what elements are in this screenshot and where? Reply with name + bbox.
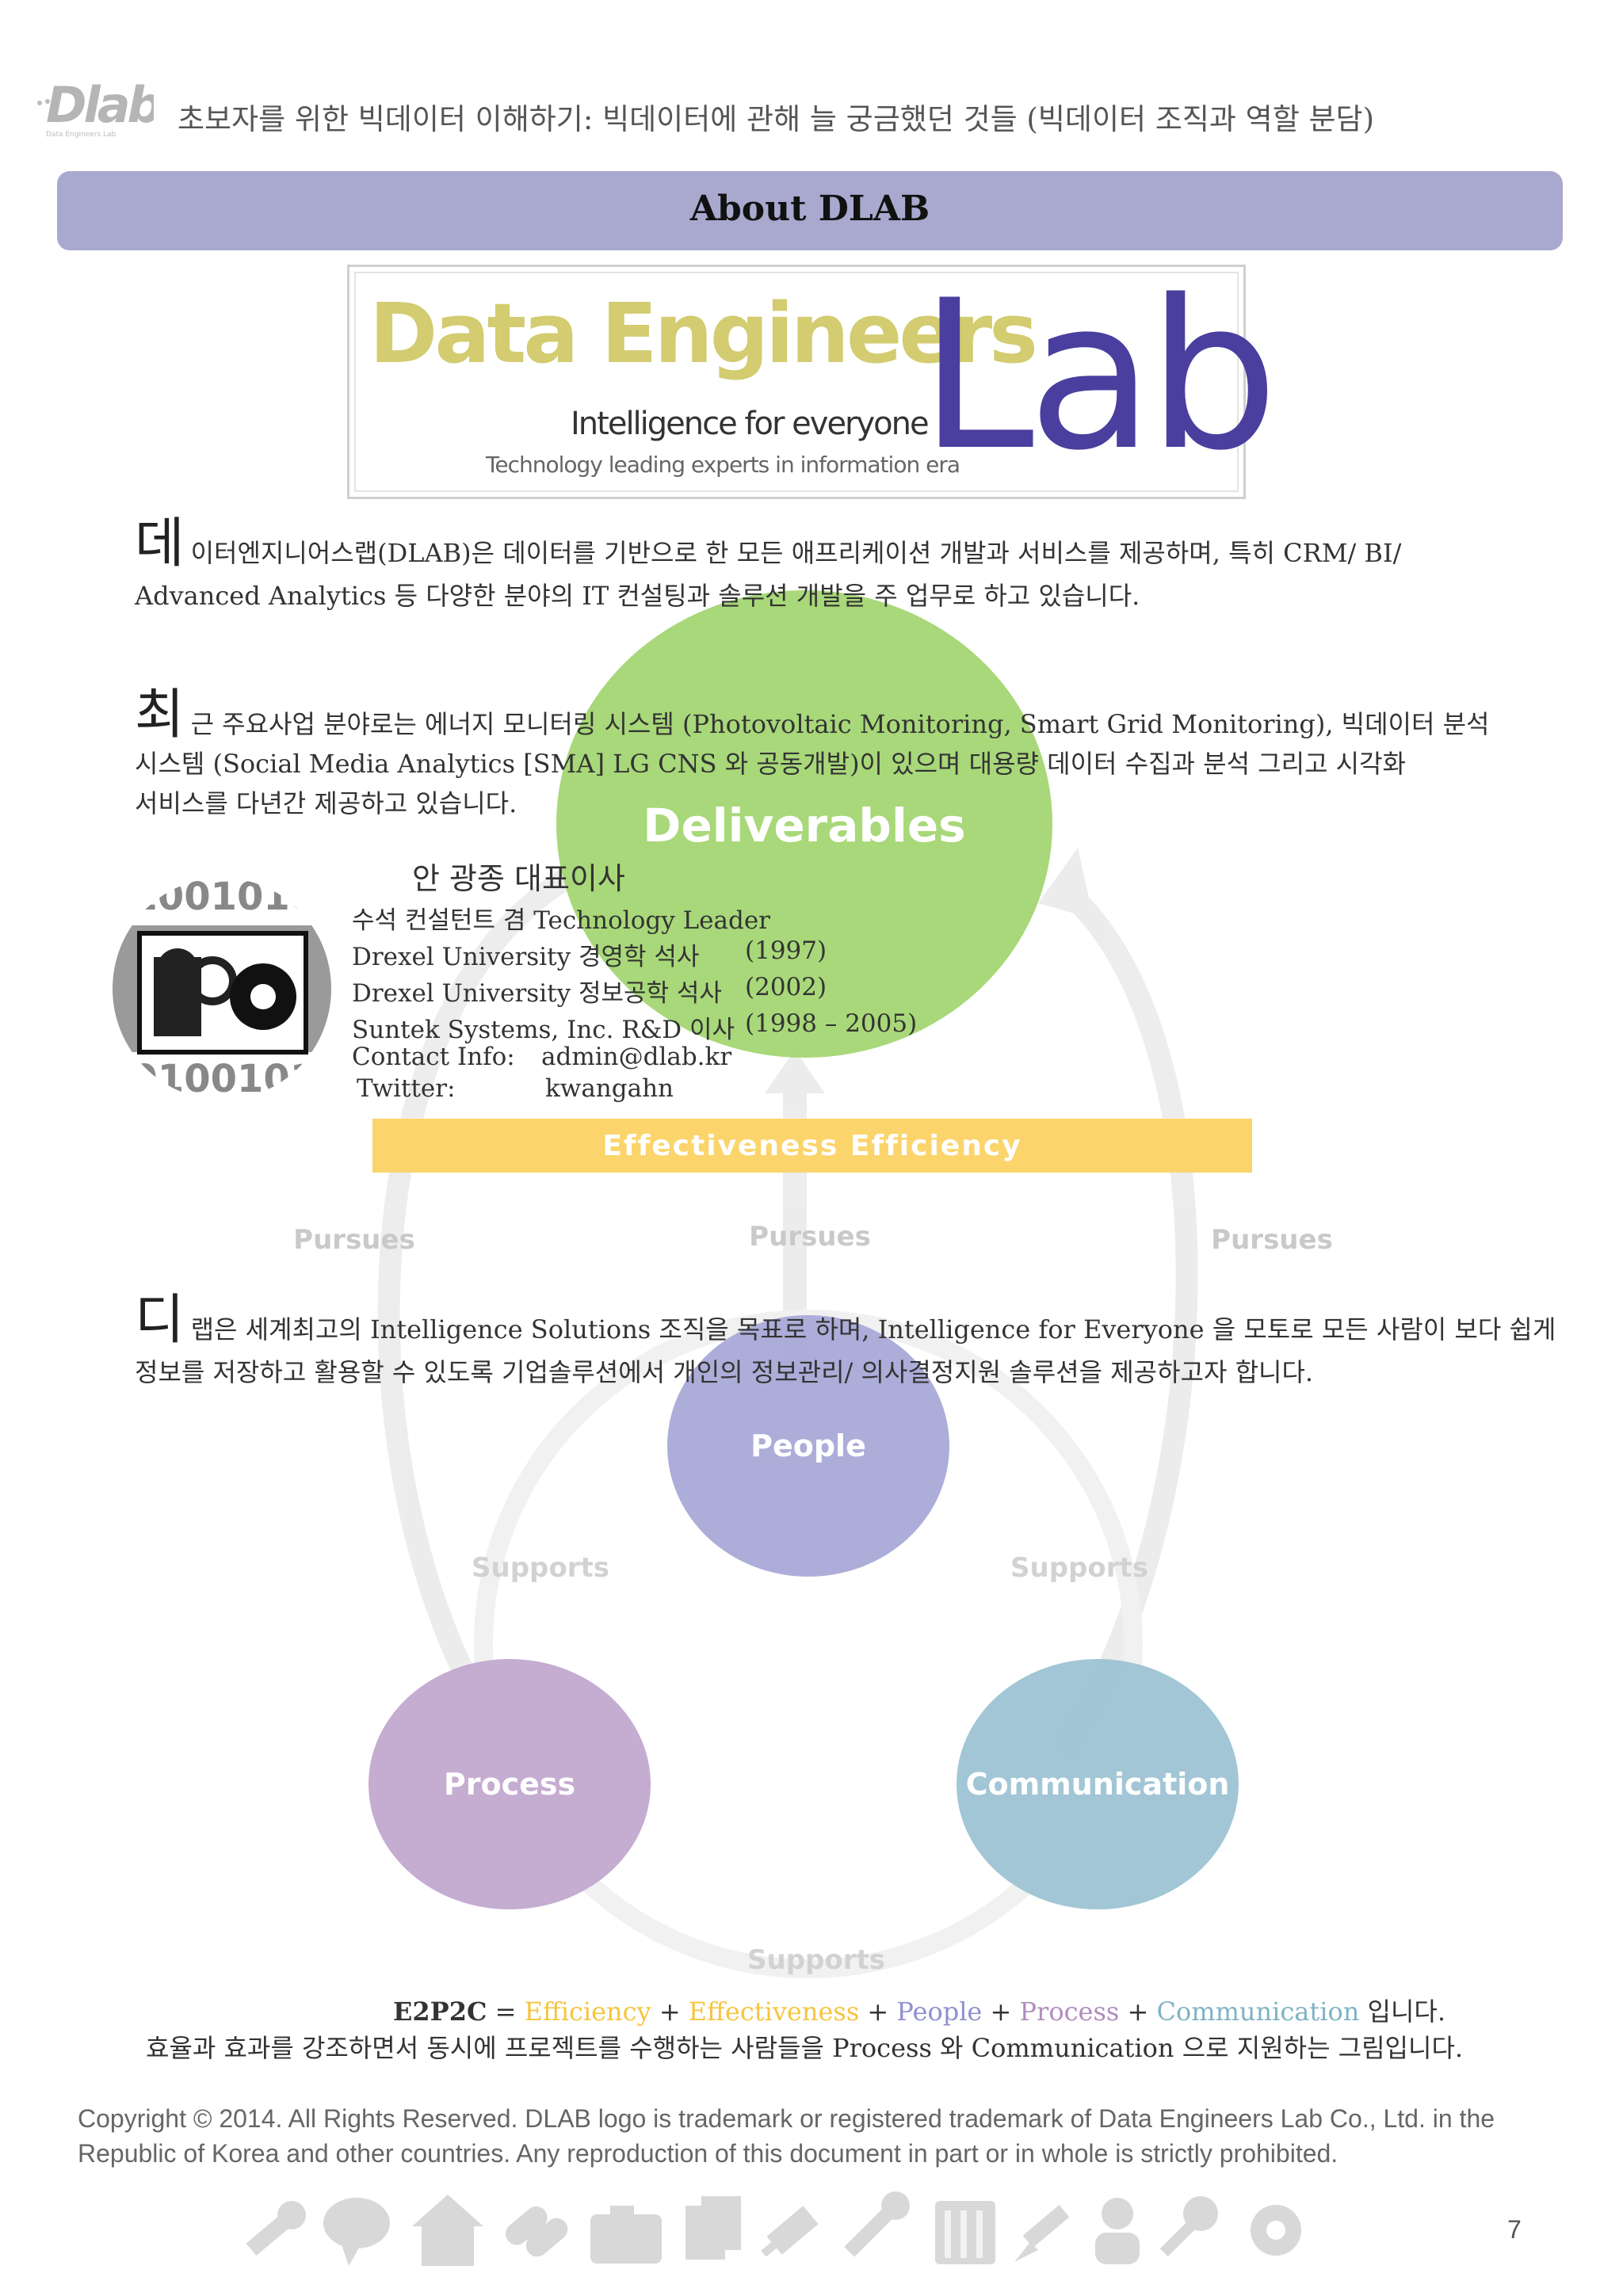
brand-logo-box — [347, 265, 1246, 499]
home-icon — [412, 2195, 483, 2266]
effectiveness-efficiency-label: Effectiveness Efficiency — [602, 1130, 1022, 1162]
speech-bubble-icon — [323, 2198, 390, 2266]
gear-icon — [1251, 2205, 1301, 2256]
logo-text: Dlab — [46, 76, 154, 134]
arc-right-arrowhead — [1038, 848, 1094, 919]
arc-right-arrow — [1052, 879, 1198, 1757]
ceo-education-2: Drexel University 정보공학 석사 — [352, 979, 722, 1008]
ceo-education-1: Drexel University 경영학 석사 — [352, 943, 700, 971]
drop-cap: 디 — [135, 1289, 185, 1352]
process-label: Process — [444, 1767, 575, 1802]
people-circle — [667, 1315, 949, 1577]
process-circle — [369, 1659, 651, 1909]
brand-subtagline: Technology leading experts in informatio… — [486, 452, 960, 478]
drop-cap: 데 — [135, 513, 185, 575]
small-gear — [188, 956, 237, 1005]
footer-icon-strip — [246, 2191, 1301, 2266]
ceo-education-2-year: (2002) — [745, 973, 827, 1001]
ceo-career-years: (1998 – 2005) — [745, 1009, 918, 1038]
brand-name-lab: Lab — [919, 257, 1278, 496]
documents-icon — [685, 2196, 741, 2260]
contact-email[interactable]: admin@dlab.kr — [541, 1043, 732, 1071]
brand-name-data-engineers: Data Engineers — [369, 285, 1038, 382]
ceo-role: 수석 컨설턴트 겸 Technology Leader — [352, 906, 770, 935]
e2p2c-description: 효율과 효과를 강조하면서 동시에 프로젝트를 수행하는 사람들을 Proces… — [146, 2033, 1464, 2063]
center-arrow-head — [765, 1050, 825, 1093]
e2p2c-formula: E2P2C = Efficiency + Effectiveness + Peo… — [393, 1997, 1445, 2027]
key-icon — [1159, 2196, 1218, 2257]
page-number: 7 — [1507, 2215, 1522, 2244]
plug-icon — [761, 2206, 819, 2257]
dlab-logo: Dlab Data Engineers Lab — [37, 76, 154, 139]
pushpin-icon — [246, 2201, 306, 2256]
supports-left-label: Supports — [472, 1552, 609, 1584]
arc-left-arrow — [377, 861, 584, 1741]
pin-icon — [1014, 2205, 1070, 2262]
camera-icon — [590, 2206, 662, 2264]
pursues-right-label: Pursues — [1211, 1224, 1333, 1256]
contact-label: Contact Info: — [352, 1043, 515, 1071]
section-title: About DLAB — [689, 189, 930, 229]
ceo-name: 안 광종 대표이사 — [412, 861, 625, 896]
ceo-education-1-year: (1997) — [745, 936, 827, 965]
pursues-left-label: Pursues — [293, 1224, 415, 1256]
e2p2c-diagram: Deliverables Effectiveness Efficiency Pu… — [293, 590, 1333, 1978]
deliverables-label: Deliverables — [643, 799, 965, 852]
supports-bottom-label: Supports — [747, 1944, 885, 1976]
twitter-handle[interactable]: kwangahn — [545, 1074, 674, 1103]
pursues-center-label: Pursues — [749, 1221, 871, 1253]
link-icon — [506, 2206, 568, 2257]
user-icon — [1095, 2198, 1140, 2264]
deliverables-circle — [556, 590, 1052, 1058]
effectiveness-efficiency-bar — [372, 1119, 1252, 1173]
copyright-notice: Copyright © 2014. All Rights Reserved. D… — [78, 2104, 1495, 2168]
people-label: People — [750, 1428, 866, 1463]
document-header-title: 초보자를 위한 빅데이터 이해하기: 빅데이터에 관해 늘 궁금했던 것들 (빅… — [178, 102, 1375, 136]
ceo-career: Suntek Systems, Inc. R&D 이사 — [352, 1016, 735, 1044]
communication-circle — [957, 1659, 1239, 1909]
brand-tagline: Intelligence for everyone — [571, 406, 930, 442]
wrench-icon — [844, 2191, 910, 2257]
section-title-bar: About DLAB — [57, 171, 1563, 250]
drop-cap: 최 — [135, 684, 185, 746]
communication-label: Communication — [966, 1767, 1230, 1802]
twitter-label: Twitter: — [357, 1074, 456, 1103]
svg-text:001001010: 001001010 — [113, 1057, 331, 1100]
supports-right-label: Supports — [1010, 1552, 1148, 1584]
logo-subtext: Data Engineers Lab — [46, 131, 116, 139]
